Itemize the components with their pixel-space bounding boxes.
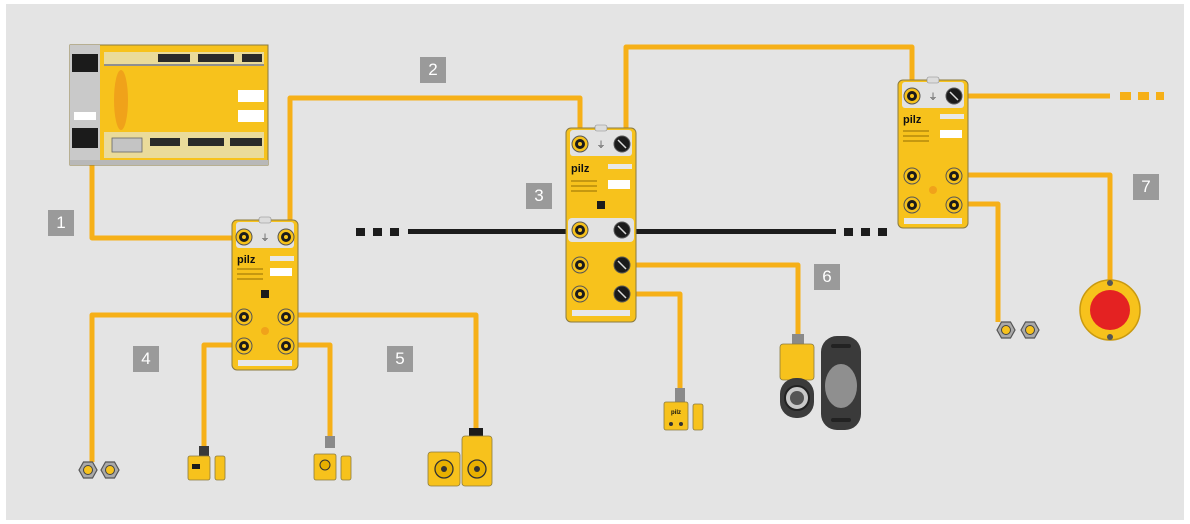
cable-module-a-to-module-b [287, 95, 583, 220]
plc-controller [69, 44, 269, 166]
svg-text:⏚: ⏚ [928, 92, 937, 103]
io-module-c: ⏚ pilz [897, 76, 969, 229]
safety-sensor-1 [187, 446, 226, 481]
cable-module-a-to-sensor-2 [298, 342, 333, 440]
cable-continuation-dashes [1120, 92, 1164, 100]
cable-module-c-to-estop [968, 172, 1113, 282]
io-module-b: ⏚ pilz [565, 124, 637, 323]
callout-badge-6: 6 [814, 264, 840, 290]
callout-badge-5: 5 [387, 346, 413, 372]
cables [89, 44, 1113, 462]
safety-sensor-2 [313, 436, 352, 481]
callout-badge-3: 3 [526, 183, 552, 209]
module-b-brand-logo: pilz [571, 163, 590, 175]
callout-badge-2: 2 [420, 57, 446, 83]
cable-module-a-to-sensor-1 [201, 342, 234, 450]
safety-sensor-b: pilz [663, 388, 704, 431]
cable-module-a-to-device-5 [298, 312, 479, 430]
callout-badge-4: 4 [133, 346, 159, 372]
svg-text:⏚: ⏚ [596, 140, 605, 151]
emergency-stop-button [1079, 279, 1141, 341]
plug-pair-left [78, 461, 120, 479]
callout-badge-7: 7 [1133, 174, 1159, 200]
svg-text:⏚: ⏚ [260, 233, 269, 244]
cable-module-b-to-module-c [623, 44, 915, 128]
plc-terminal-blocks-bottom [150, 138, 262, 146]
svg-text:pilz: pilz [671, 410, 681, 416]
device-5-twin-connector [427, 428, 493, 487]
module-a-brand-logo: pilz [237, 254, 256, 266]
callout-badge-1: 1 [48, 210, 74, 236]
plug-pair-right [996, 321, 1040, 339]
cable-module-b-to-device-6 [636, 262, 801, 338]
cable-module-b-to-sensor-b [636, 291, 683, 392]
cable-module-a-to-plug-left [89, 312, 234, 462]
io-module-a: ⏚ pilz [231, 216, 299, 371]
cable-plc-to-module-a [89, 160, 232, 241]
plc-terminal-blocks-top [158, 54, 262, 62]
cable-module-c-to-plugs [968, 201, 1001, 322]
device-6-rfid-sensor [779, 334, 861, 430]
module-c-brand-logo: pilz [903, 114, 922, 126]
